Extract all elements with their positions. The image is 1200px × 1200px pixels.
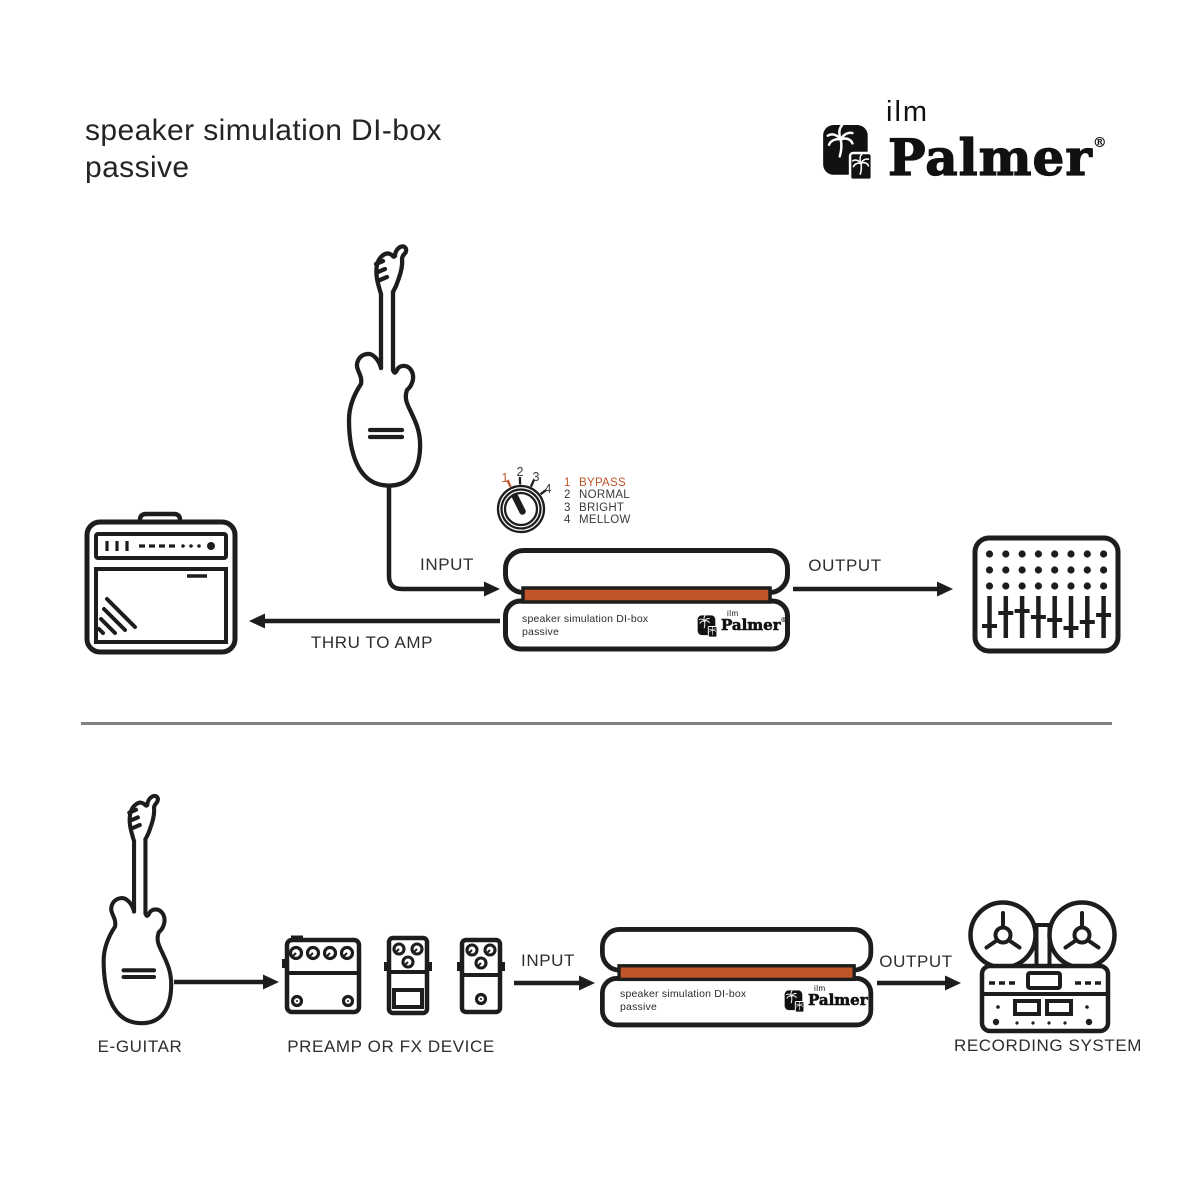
dibox-top-label-line1: speaker simulation DI-box [522,613,649,625]
legend-num-1: 1 [564,477,571,489]
top-output-label: OUTPUT [808,556,882,575]
dibox-top-brand-sub: ilm [727,609,739,618]
legend-num-3: 3 [564,501,571,514]
title-line-1: speaker simulation DI-box [85,114,442,147]
legend-num-4: 4 [564,514,571,527]
brand-sub-label: ilm [886,96,930,128]
knob-position-2: 2 [516,465,524,479]
legend-label-bypass: BYPASS [579,477,626,489]
pedal-small-icon [457,937,505,1015]
knob-position-4: 4 [544,482,552,496]
dibox-bottom-brand-sub: ilm [814,984,826,993]
legend-label-mellow: MELLOW [579,514,631,527]
dibox-top-label: speaker simulation DI-box passive [522,613,648,639]
knob-position-1: 1 [501,471,509,485]
dibox-bottom-brand-name-text: Palmer [808,991,868,1010]
legend-row-normal: 2 NORMAL [564,489,631,501]
top-guitar-icon [349,246,420,485]
dibox-bottom-brand: ilm Palmer® [784,984,874,1013]
bottom-output-label: OUTPUT [879,952,953,971]
palm-icon [784,990,805,1013]
thru-to-amp-label: THRU TO AMP [310,633,434,652]
title-line-2: passive [85,151,190,184]
section-divider [81,722,1112,725]
pedal-medium-icon [384,935,432,1016]
bottom-input-label: INPUT [521,951,575,970]
top-input-arrow [386,487,500,597]
knob-position-3: 3 [532,470,540,484]
registered-mark: ® [1092,135,1107,151]
dibox-bottom-registered-mark: ® [867,992,874,999]
bottom-input-arrow [514,975,595,991]
dibox-top-brand-name: Palmer® [721,616,787,635]
mixer-icon [972,535,1121,654]
brand-name-text: Palmer [887,127,1093,187]
palm-icon [697,615,718,638]
dibox-bottom-label-line1: speaker simulation DI-box [620,988,747,1000]
legend-label-bright: BRIGHT [579,501,625,514]
dibox-top-registered-mark: ® [780,617,787,624]
guitar-to-pedal-arrow [174,974,279,990]
thru-to-amp-arrow [249,613,500,629]
top-input-label: INPUT [420,555,474,574]
page-title: speaker simulation DI-box passive [85,112,442,186]
dibox-top-brand: ilm Palmer® [697,609,787,638]
reel-recorder-icon [968,900,1117,1034]
legend-label-normal: NORMAL [579,489,631,502]
amp-icon [84,511,238,655]
top-output-arrow [793,581,953,597]
dibox-bottom-label-line2: passive [620,1001,658,1013]
preamp-label: PREAMP OR FX DEVICE [287,1037,495,1056]
legend-row-mellow: 4 MELLOW [564,514,631,526]
bottom-output-arrow [877,975,961,991]
pedal-large-icon [282,935,362,1015]
legend-row-bright: 3 BRIGHT [564,502,631,514]
knob-icon [496,476,548,534]
knob-legend: 1 BYPASS 2 NORMAL 3 BRIGHT 4 MELLOW [564,477,631,527]
dibox-bottom-label: speaker simulation DI-box passive [620,988,746,1014]
legend-num-2: 2 [564,489,571,502]
e-guitar-label: E-GUITAR [97,1037,183,1056]
e-guitar-icon [104,796,172,1023]
dibox-bottom-brand-name: Palmer® [808,991,874,1010]
dibox-top-label-line2: passive [522,626,560,638]
recording-system-label: RECORDING SYSTEM [953,1036,1143,1055]
legend-row-bypass: 1 BYPASS [564,477,631,489]
brand-name: Palmer® [887,127,1107,187]
dibox-top-brand-name-text: Palmer [721,616,781,635]
palmer-palm-logo-icon [822,124,874,182]
